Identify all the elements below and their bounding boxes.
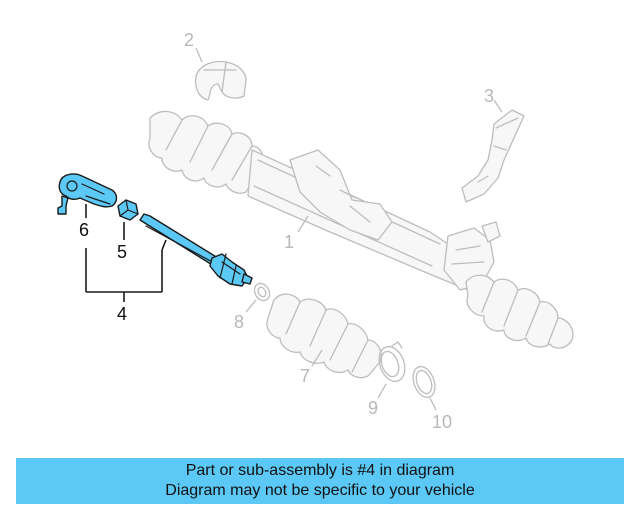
jam-nut: 5	[117, 199, 139, 262]
steering-rack-housing: 1	[148, 110, 574, 349]
banner-line-2: Diagram may not be specific to your vehi…	[165, 482, 475, 499]
callout-8: 8	[234, 312, 244, 332]
callout-4: 4	[117, 304, 127, 324]
callout-2: 2	[184, 30, 194, 50]
info-banner: Part or sub-assembly is #4 in diagram Di…	[16, 458, 624, 504]
banner-line-1: Part or sub-assembly is #4 in diagram	[185, 462, 455, 479]
callout-1: 1	[284, 232, 294, 252]
callout-10: 10	[432, 412, 452, 432]
callout-3: 3	[484, 86, 494, 106]
rack-mount-bushing: 2	[184, 30, 247, 101]
callout-9: 9	[368, 398, 378, 418]
boot-clamp: 9	[368, 341, 406, 418]
retaining-ring: 8	[234, 282, 271, 332]
assembly-4-bracket: 4	[85, 239, 167, 324]
outer-tie-rod-end: 6	[57, 173, 118, 240]
inner-tie-rod	[139, 213, 253, 287]
parts-diagram: 1 2 3 8 7 9 10	[57, 30, 574, 432]
small-clamp: 10	[412, 365, 452, 432]
callout-7: 7	[300, 366, 310, 386]
mounting-bracket: 3	[461, 86, 525, 203]
callout-5: 5	[117, 242, 127, 262]
callout-6: 6	[79, 220, 89, 240]
dust-boot: 7	[266, 293, 382, 386]
